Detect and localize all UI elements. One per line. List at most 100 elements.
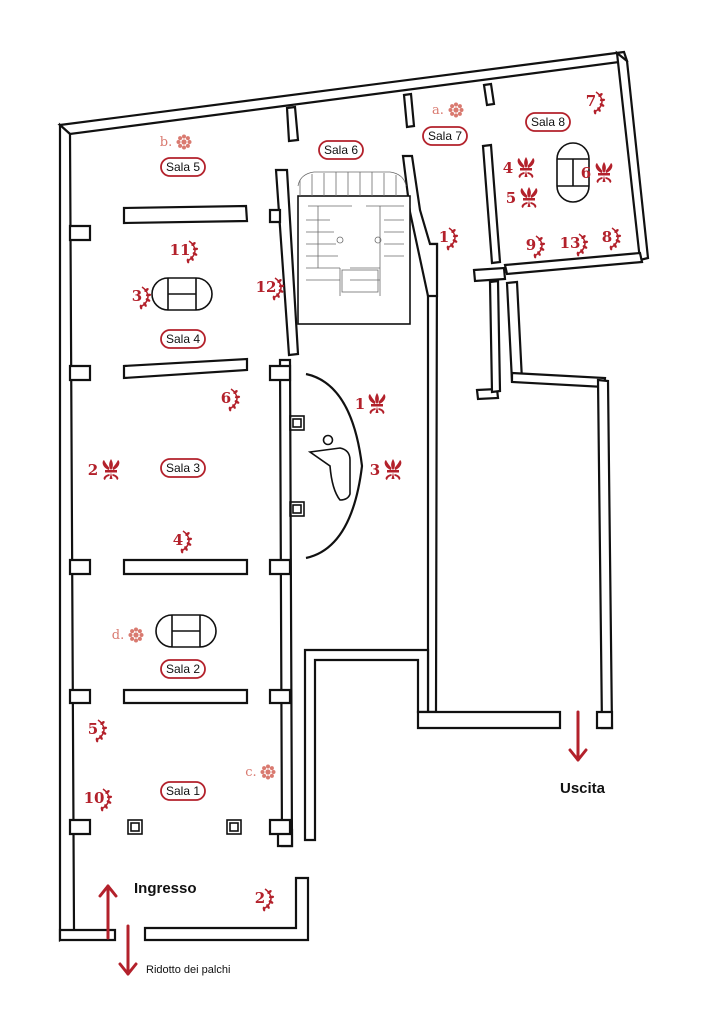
wall-corridor-top <box>510 371 607 389</box>
svg-text:11: 11 <box>170 241 191 259</box>
wall-corridor-mid <box>488 279 502 394</box>
wreath-marker-8: 8 <box>602 227 622 252</box>
room-label-sala7: Sala 7 <box>428 129 462 143</box>
svg-text:4: 4 <box>503 159 513 177</box>
wall-stair-right <box>401 154 439 298</box>
letter-marker-d: d. <box>112 627 144 643</box>
svg-text:d.: d. <box>112 628 124 643</box>
lily-marker-6: 6 <box>581 162 613 183</box>
arrow-icon-entrance <box>98 884 118 940</box>
svg-text:b.: b. <box>160 135 172 150</box>
wreath-marker-9: 9 <box>526 235 546 260</box>
walls <box>57 50 650 943</box>
wreath-marker-12: 12 <box>256 277 285 302</box>
wall-sala8-right <box>615 50 650 262</box>
room-label-sala4: Sala 4 <box>166 332 200 346</box>
letter-marker-c: c. <box>245 764 276 780</box>
spine-bump-1 <box>268 364 292 382</box>
svg-text:a.: a. <box>432 103 444 118</box>
florentine-lily-icon <box>517 157 535 178</box>
wreath-markers: 1 2 3 4 5 6 7 8 9 10 11 12 13 <box>84 91 622 913</box>
partition-sala5 <box>122 204 249 225</box>
pill-sala4 <box>160 329 206 349</box>
svg-text:6: 6 <box>581 164 591 182</box>
svg-text:5: 5 <box>88 720 98 738</box>
svg-text:7: 7 <box>586 92 596 110</box>
svg-text:8: 8 <box>602 228 612 246</box>
wreath-marker-11: 11 <box>170 240 199 265</box>
svg-text:5: 5 <box>506 189 516 207</box>
wall-bump-4 <box>68 688 92 705</box>
desk-sala3 <box>307 447 351 501</box>
wall-sala5-sala6-top <box>285 105 300 143</box>
pill-sala7 <box>422 126 468 146</box>
wall-exit-right-foot <box>595 710 614 730</box>
wreath-marker-1: 1 <box>439 227 459 252</box>
lily-marker-1: 1 <box>355 393 386 414</box>
partition-sala4 <box>122 357 249 380</box>
svg-text:9: 9 <box>526 236 536 254</box>
svg-text:3: 3 <box>132 287 142 305</box>
wall-corridor-left <box>505 280 524 383</box>
florentine-lily-icon <box>384 459 402 480</box>
room-label-sala3: Sala 3 <box>166 461 200 475</box>
pill-sala3 <box>160 458 206 478</box>
lily-marker-4: 4 <box>503 157 535 178</box>
wreath-marker-10: 10 <box>84 788 113 813</box>
room-label-sala2: Sala 2 <box>166 662 200 676</box>
wreath-marker-6: 6 <box>221 388 241 413</box>
pill-sala2 <box>160 659 206 679</box>
wreath-marker-13: 13 <box>560 233 589 258</box>
svg-text:3: 3 <box>370 461 380 479</box>
lily-marker-3: 3 <box>370 459 402 480</box>
wall-bump-2 <box>68 364 92 382</box>
florentine-lily-icon <box>520 187 538 208</box>
svg-text:2: 2 <box>88 461 98 479</box>
svg-text:1: 1 <box>439 228 449 246</box>
stair-landing <box>341 269 379 293</box>
pill-sala1 <box>160 781 206 801</box>
wreath-marker-2: 2 <box>255 888 275 913</box>
partition-sala2 <box>122 688 249 705</box>
pill-sala6 <box>318 140 364 160</box>
foyer-label: Ridotto dei palchi <box>146 964 230 976</box>
svg-text:1: 1 <box>355 395 365 413</box>
furniture <box>127 142 590 835</box>
arrow-icon-foyer <box>118 924 138 976</box>
wall-bottom-left <box>58 928 117 942</box>
wall-sala6-sala7-top <box>402 92 416 129</box>
wall-bottom-right <box>143 876 310 942</box>
wall-spine <box>278 358 294 848</box>
exit-label: Uscita <box>560 780 606 797</box>
svg-text:6: 6 <box>221 389 231 407</box>
wall-sala7-sala8-top <box>482 82 496 107</box>
stair-treads-inner <box>306 205 404 296</box>
svg-text:12: 12 <box>256 278 277 296</box>
arrow-icon-exit <box>568 710 588 762</box>
room-label-sala5: Sala 5 <box>166 160 200 174</box>
rosette-flower-icon <box>176 134 192 150</box>
bench-sala4 <box>151 277 213 311</box>
wall-corridor-stub <box>472 266 507 283</box>
wall-exit-right <box>596 378 614 730</box>
wall-exit-left <box>426 242 439 714</box>
wall-exit-bottom <box>416 710 562 730</box>
wall-bump-1 <box>68 224 92 242</box>
wall-sala8-bottom <box>503 251 644 276</box>
lily-markers: 1 2 3 4 5 6 <box>88 157 613 480</box>
entrance-label: Ingresso <box>134 880 197 897</box>
wall-inner-block <box>303 648 430 842</box>
wreath-marker-7: 7 <box>586 91 606 116</box>
letter-marker-a: a. <box>432 102 464 118</box>
florentine-lily-icon <box>595 162 613 183</box>
lily-marker-5: 5 <box>506 187 538 208</box>
florentine-lily-icon <box>368 393 386 414</box>
rosette-flower-icon <box>260 764 276 780</box>
wall-bump-5 <box>68 818 92 836</box>
pill-sala5 <box>160 157 206 177</box>
chair-sala3 <box>322 434 334 446</box>
wreath-marker-3: 3 <box>132 286 152 311</box>
stair-arc <box>297 171 407 187</box>
